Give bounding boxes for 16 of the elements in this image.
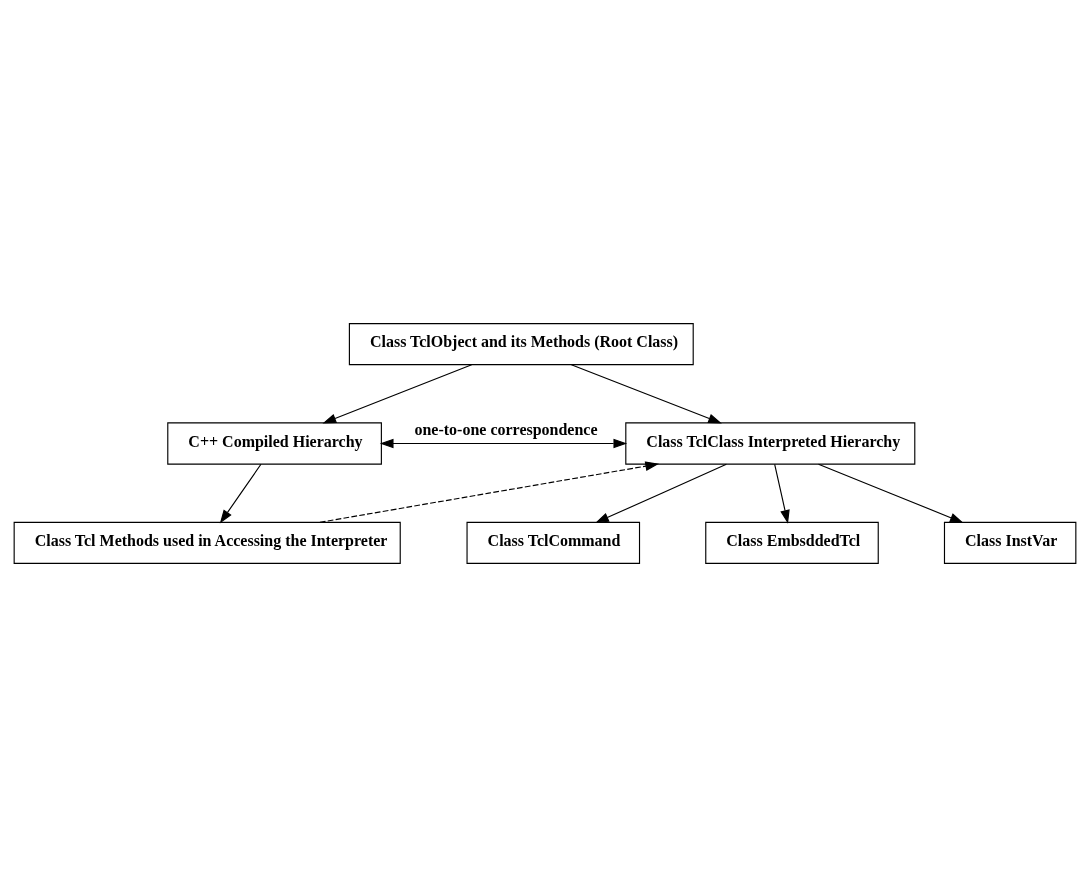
node-box: Class EmbsddedTcl: [705, 521, 879, 564]
edge-label: one-to-one correspondence: [414, 420, 598, 438]
node-box: Class TclClass Interpreted Hierarchy: [625, 421, 916, 465]
arrow: [319, 460, 660, 523]
arrow: [774, 463, 790, 524]
node-box: C++ Compiled Hierarchy: [167, 421, 382, 465]
node-box: Class Tcl Methods used in Accessing the Interpreter: [13, 521, 401, 564]
arrow: [570, 363, 722, 423]
arrow: [322, 363, 473, 423]
arrow: [817, 463, 964, 523]
arrow: [379, 438, 628, 448]
node-box: Class TclObject and its Methods (Root Class): [348, 322, 694, 365]
arrow: [595, 463, 727, 523]
arrow: [219, 463, 262, 524]
node-box: Class InstVar: [943, 521, 1077, 564]
node-box: Class TclCommand: [466, 521, 641, 564]
